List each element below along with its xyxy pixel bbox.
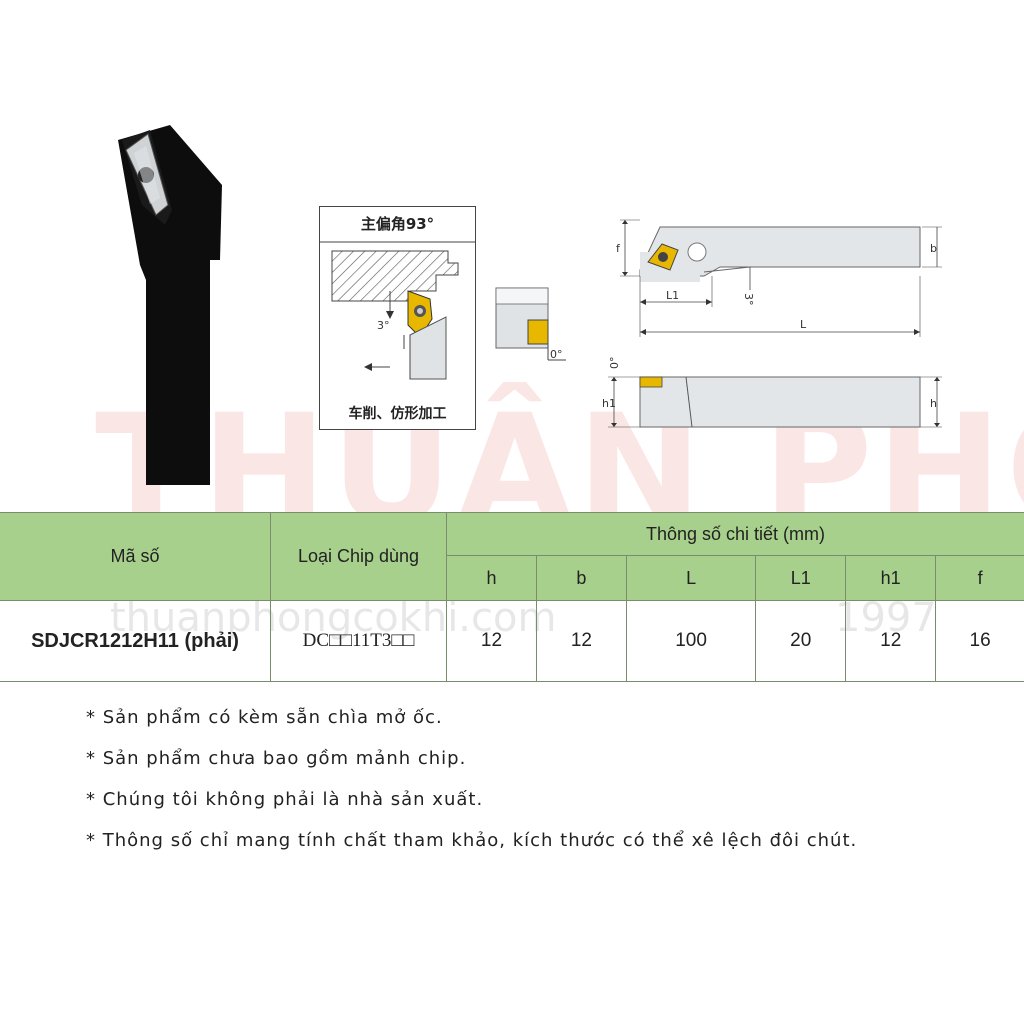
dim-l-label: L — [800, 318, 807, 331]
dim-b-label: b — [930, 242, 937, 255]
spec-table: Mã số Loại Chip dùng Thông số chi tiết (… — [0, 512, 1024, 682]
top-view-angle: 3° — [742, 293, 755, 306]
header-f: f — [935, 555, 1024, 601]
svg-text:3°: 3° — [377, 319, 390, 332]
front-view-angle: 0° — [608, 357, 621, 370]
header-chip: Loại Chip dùng — [270, 512, 447, 601]
header-L: L — [625, 555, 757, 601]
cell-L1: 20 — [755, 600, 847, 682]
schematic-angle-3: 3° — [377, 319, 390, 332]
schematic-title: 主偏角93° — [360, 215, 435, 233]
top-view-dimensions: 3° f b L1 L — [616, 219, 942, 337]
machining-schematic: 主偏角93° 3° 车削、仿形加工 — [319, 206, 476, 430]
dim-h1-label: h1 — [602, 397, 616, 410]
cell-chip: DC□□11T3□□ — [270, 600, 447, 682]
dim-h-label: h — [930, 397, 937, 410]
header-b: b — [535, 555, 627, 601]
note-item: * Sản phẩm chưa bao gồm mảnh chip. — [86, 748, 467, 769]
cell-f: 16 — [935, 600, 1024, 682]
note-item: * Chúng tôi không phải là nhà sản xuất. — [86, 789, 484, 810]
header-code: Mã số — [0, 512, 271, 601]
insert-side-view: 0° — [495, 287, 566, 361]
note-item: * Thông số chỉ mang tính chất tham khảo,… — [86, 830, 858, 851]
tool-holder-photo — [118, 125, 222, 485]
cell-L: 100 — [625, 600, 757, 682]
header-h: h — [446, 555, 537, 601]
dim-f-label: f — [616, 242, 621, 255]
cell-code: SDJCR1212H11 (phải) — [0, 600, 271, 682]
notes-list: * Sản phẩm có kèm sẵn chìa mở ốc. * Sản … — [86, 705, 857, 869]
cell-h1: 12 — [845, 600, 937, 682]
side-view-angle: 0° — [550, 348, 563, 361]
cell-b: 12 — [535, 600, 627, 682]
table-row: SDJCR1212H11 (phải) DC□□11T3□□ 12 12 100… — [0, 600, 1024, 682]
header-details-group: Thông số chi tiết (mm) — [446, 512, 1024, 556]
dim-l1-label: L1 — [666, 289, 679, 302]
cell-h: 12 — [446, 600, 537, 682]
front-view-dimensions: h1 0° h — [602, 357, 942, 428]
schematic-footer: 车削、仿形加工 — [348, 406, 447, 422]
header-h1: h1 — [845, 555, 937, 601]
schematic-drawing — [320, 241, 475, 380]
note-item: * Sản phẩm có kèm sẵn chìa mở ốc. — [86, 707, 443, 728]
header-L1: L1 — [755, 555, 847, 601]
